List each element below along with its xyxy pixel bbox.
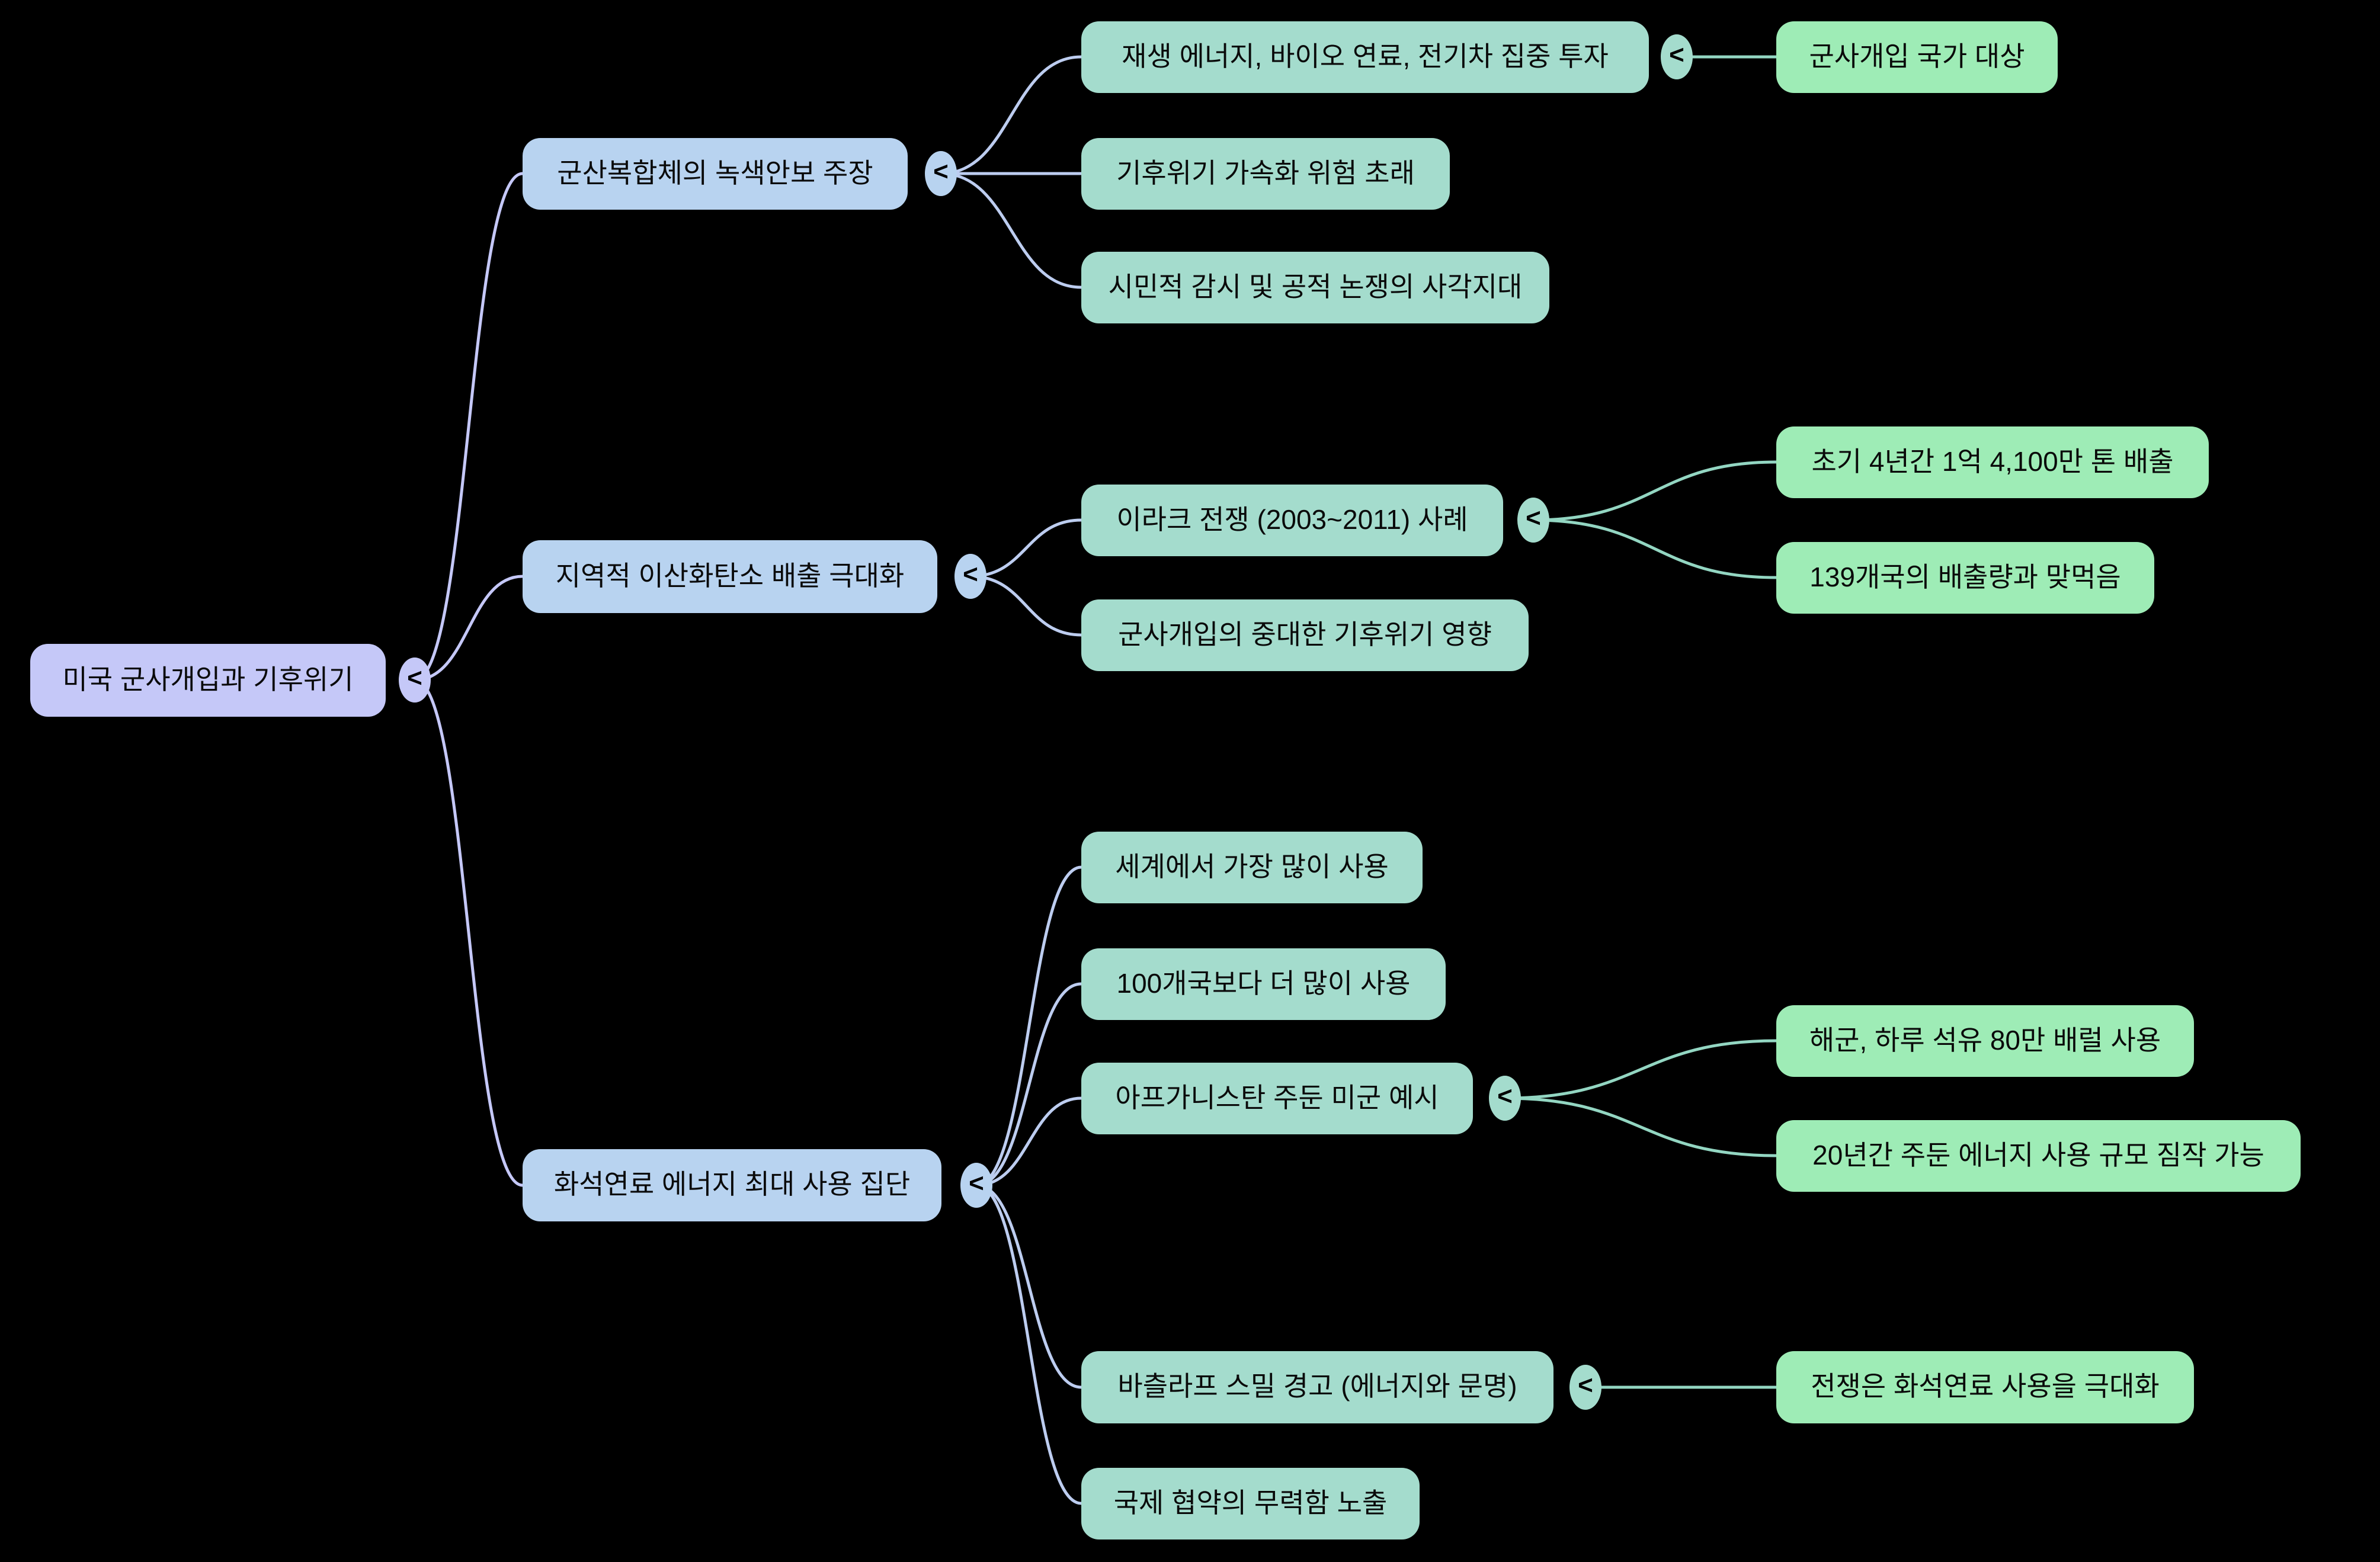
node-child: 이라크 전쟁 (2003~2011) 사례 xyxy=(1081,485,1503,556)
link-curve xyxy=(413,172,524,682)
collapse-toggle[interactable]: < xyxy=(399,657,431,703)
link-curve xyxy=(939,172,1083,289)
link-curve xyxy=(939,55,1083,175)
link-curve xyxy=(413,575,524,682)
collapse-toggle[interactable]: < xyxy=(1569,1365,1601,1410)
node-child: 재생 에너지, 바이오 연료, 전기차 집중 투자 xyxy=(1081,21,1649,93)
node-leaf: 20년간 주둔 에너지 사용 규모 짐작 가능 xyxy=(1776,1120,2301,1192)
node-leaf: 해군, 하루 석유 80만 배럴 사용 xyxy=(1776,1005,2194,1077)
node-child: 국제 협약의 무력함 노출 xyxy=(1081,1468,1420,1539)
link-curve xyxy=(1503,1039,1778,1100)
node-branch: 화석연료 에너지 최대 사용 집단 xyxy=(523,1149,941,1221)
link-curve xyxy=(975,865,1083,1187)
node-branch: 지역적 이산화탄소 배출 극대화 xyxy=(523,540,937,613)
node-leaf: 초기 4년간 1억 4,100만 톤 배출 xyxy=(1776,426,2209,498)
node-child: 기후위기 가속화 위험 초래 xyxy=(1081,138,1450,210)
node-leaf: 전쟁은 화석연료 사용을 극대화 xyxy=(1776,1351,2194,1423)
link-curve xyxy=(1503,1096,1778,1157)
node-child: 시민적 감시 및 공적 논쟁의 사각지대 xyxy=(1081,252,1549,323)
node-child: 바츨라프 스밀 경고 (에너지와 문명) xyxy=(1081,1351,1553,1423)
link-curve xyxy=(975,1183,1083,1505)
link-curve xyxy=(969,575,1083,637)
collapse-toggle[interactable]: < xyxy=(1517,498,1549,543)
link-curve xyxy=(413,678,524,1187)
link-curve xyxy=(1532,518,1778,579)
node-leaf: 군사개입 국가 대상 xyxy=(1776,21,2058,93)
link-curve xyxy=(969,518,1083,578)
collapse-toggle[interactable]: < xyxy=(954,554,986,599)
link-curve xyxy=(975,982,1083,1187)
node-root: 미국 군사개입과 기후위기 xyxy=(30,644,386,717)
node-child: 100개국보다 더 많이 사용 xyxy=(1081,948,1446,1020)
node-leaf: 139개국의 배출량과 맞먹음 xyxy=(1776,542,2154,614)
node-child: 세계에서 가장 많이 사용 xyxy=(1081,832,1423,903)
collapse-toggle[interactable]: < xyxy=(925,151,957,196)
node-branch: 군산복합체의 녹색안보 주장 xyxy=(523,138,908,210)
collapse-toggle[interactable]: < xyxy=(1489,1076,1521,1121)
link-curve xyxy=(975,1096,1083,1187)
collapse-toggle[interactable]: < xyxy=(960,1163,992,1208)
link-curve xyxy=(1532,460,1778,522)
node-child: 군사개입의 중대한 기후위기 영향 xyxy=(1081,599,1529,671)
collapse-toggle[interactable]: < xyxy=(1661,34,1693,79)
node-child: 아프가니스탄 주둔 미군 예시 xyxy=(1081,1063,1473,1134)
link-curve xyxy=(975,1183,1083,1389)
